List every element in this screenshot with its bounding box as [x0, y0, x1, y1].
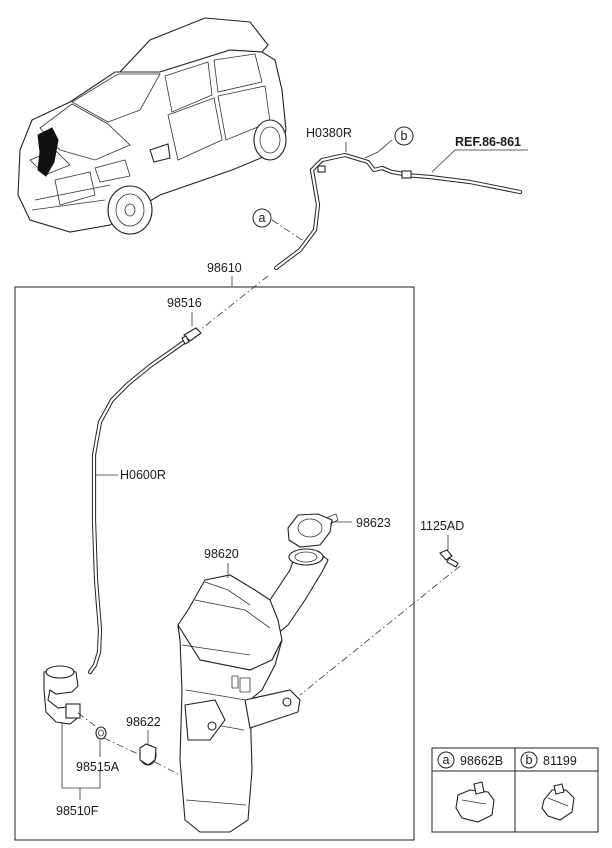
legend-table: a 98662B b 81199 [431, 747, 599, 833]
svg-text:a: a [443, 753, 450, 767]
legend-b-header: b 81199 [520, 751, 577, 769]
svg-text:98662B: 98662B [460, 754, 503, 768]
clip-81199-drawing [541, 783, 575, 821]
ref-hose [401, 170, 523, 195]
hose-h0600r [87, 339, 187, 675]
label-h0380r: H0380R [306, 126, 352, 140]
vehicle-illustration [17, 17, 287, 235]
assembly-box [14, 286, 415, 841]
leader-lines [61, 139, 528, 800]
svg-text:b: b [526, 753, 533, 767]
label-h0600r: H0600R [120, 468, 166, 482]
svg-text:a: a [259, 211, 266, 225]
label-1125ad: 1125AD [420, 519, 464, 533]
pump-98510f [43, 665, 81, 725]
label-98620: 98620 [204, 547, 239, 561]
label-98510f: 98510F [56, 804, 99, 818]
grommet-98622 [139, 743, 157, 766]
label-ref: REF.86-861 [455, 135, 521, 149]
label-98610: 98610 [207, 261, 242, 275]
marker-b: b [394, 126, 414, 146]
cap-98623 [287, 513, 339, 548]
label-98515a: 98515A [76, 760, 120, 774]
connector-98516 [181, 327, 202, 345]
reservoir-98620 [177, 548, 329, 833]
marker-a: a [252, 208, 272, 228]
seal-98515a [95, 726, 107, 740]
svg-text:b: b [401, 129, 408, 143]
label-98622: 98622 [126, 715, 161, 729]
legend-a-header: a 98662B [437, 751, 503, 769]
svg-text:81199: 81199 [543, 754, 577, 768]
label-98623: 98623 [356, 516, 391, 530]
clip-98662b-drawing [455, 781, 495, 823]
hose-h0380r [273, 152, 407, 271]
bolt-1125ad [439, 549, 459, 568]
label-98516: 98516 [167, 296, 202, 310]
